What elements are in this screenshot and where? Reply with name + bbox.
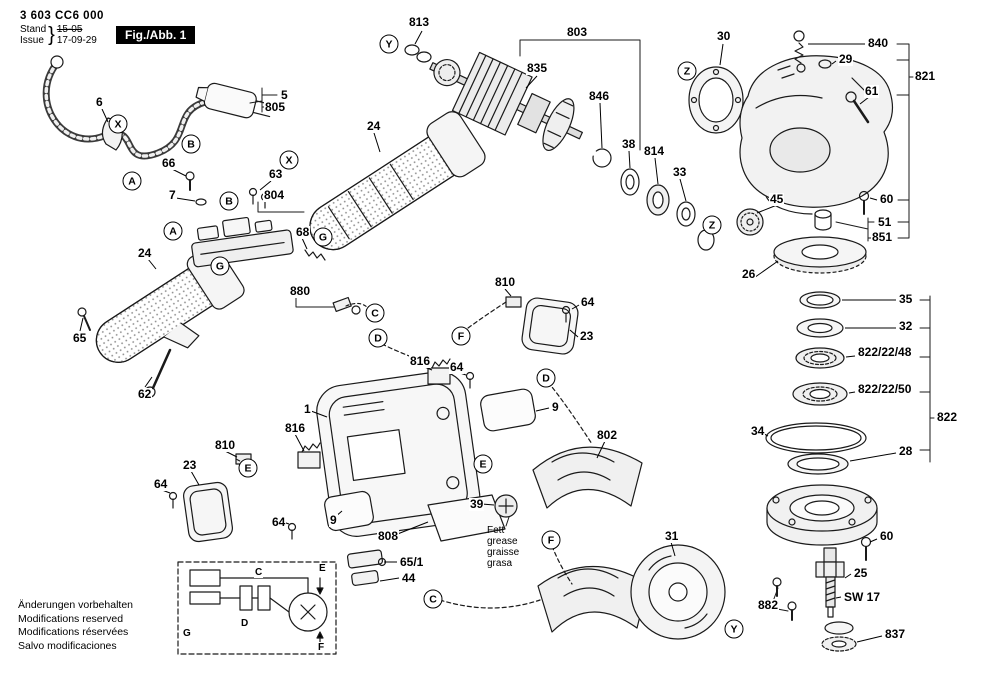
ring-38-drawing	[620, 168, 640, 196]
bracket-65-1-drawing	[346, 549, 387, 586]
baffle-31-drawing	[630, 544, 726, 640]
plug-drawing	[195, 82, 274, 119]
gear-housing-drawing	[739, 55, 894, 215]
screw-66-drawing	[185, 171, 195, 191]
bearing-822-22-50-drawing	[792, 382, 848, 406]
screw-65-drawing	[77, 307, 91, 331]
ring-32-drawing	[796, 318, 844, 338]
stand-issue-stamp: Stand Issue } 15-05 17-09-29	[20, 24, 104, 46]
screw-64-b	[465, 371, 475, 389]
stator-bottom-drawing	[537, 565, 649, 633]
washers-813-drawing	[404, 44, 432, 63]
issue-label: Issue	[20, 35, 44, 46]
screw-60-bottom-drawing	[860, 536, 872, 561]
ring-35-drawing	[799, 291, 841, 309]
oring-34-drawing	[765, 422, 867, 454]
power-cord-drawing	[42, 55, 209, 160]
brush-holder-left	[297, 442, 321, 469]
ring-33-drawing	[676, 201, 696, 227]
pinion-45-drawing	[736, 208, 764, 236]
bearing-822-22-48-drawing	[795, 347, 845, 369]
legal-footer: Änderungen vorbehalten Modifications res…	[18, 599, 133, 653]
knob-39-drawing	[494, 494, 518, 518]
side-handle-drawing	[95, 244, 245, 363]
connector-810-left	[235, 453, 252, 468]
footer-line-de: Änderungen vorbehalten	[18, 599, 134, 611]
cover-23-top	[521, 297, 579, 355]
wiring-schematic-drawing	[177, 561, 337, 655]
flange-30-drawing	[688, 66, 744, 134]
circlip-846-drawing	[592, 148, 612, 168]
washer-814-drawing	[646, 184, 670, 216]
ring-29-drawing	[818, 59, 832, 69]
footer-line-fr: Modifications réservées	[18, 626, 129, 638]
armature-drawing	[429, 51, 583, 151]
bearing-flange-drawing	[766, 484, 878, 546]
switch-screws-63-drawing	[248, 187, 270, 209]
grease-line-fr: graisse	[487, 547, 520, 558]
issue-value: 17-09-29	[56, 35, 97, 46]
lever-880-drawing	[332, 296, 369, 315]
cap-840-drawing	[793, 30, 806, 73]
stand-label: Stand	[20, 24, 47, 35]
grease-line-es: grasa	[487, 558, 513, 569]
pin-51-851-drawing	[814, 209, 832, 231]
nut-837-drawing	[821, 636, 857, 652]
figure-label: Fig./Abb. 1	[116, 26, 196, 44]
cord-grommet-drawing	[101, 117, 123, 151]
grease-line-de: Fett	[487, 525, 505, 536]
crown-gear-26-drawing	[773, 236, 867, 274]
footer-line-es: Salvo modificaciones	[18, 639, 117, 652]
grease-note: Fett grease graisse grasa	[487, 525, 519, 569]
spring-68-drawing	[304, 249, 326, 261]
header-stamp: 3 603 CC6 000 Stand Issue } 15-05 17-09-…	[20, 10, 104, 46]
top-handle-drawing	[309, 111, 486, 251]
stand-value: 15-05	[56, 24, 83, 35]
screw-60-top-drawing	[858, 190, 870, 215]
screw-64-c	[168, 491, 178, 509]
screw-62-drawing	[144, 348, 172, 398]
bracket-lines	[249, 39, 935, 612]
ring-28-drawing	[787, 453, 849, 475]
screw-61-drawing	[845, 91, 870, 124]
grease-line-en: grease	[487, 536, 518, 547]
switch-assembly-drawing	[191, 216, 294, 268]
screws-882-drawing	[772, 577, 797, 621]
cover-plate-9-right	[480, 388, 536, 432]
screw-64-d	[287, 522, 297, 540]
brush-holder-top	[427, 358, 451, 385]
washer-drawing	[824, 621, 854, 635]
cover-23-left	[183, 481, 233, 543]
stator-top-drawing	[532, 446, 643, 509]
connector-810-top	[467, 296, 522, 329]
spindle-25-drawing	[815, 547, 845, 618]
brace-glyph: }	[48, 24, 55, 46]
cover-plate-9-left	[324, 490, 374, 532]
washer-7-drawing	[195, 198, 207, 206]
model-number: 3 603 CC6 000	[20, 10, 104, 22]
ring-z-drawing	[697, 229, 715, 251]
footer-line-en: Modifications reserved	[18, 612, 124, 625]
screw-64-a	[561, 305, 571, 323]
